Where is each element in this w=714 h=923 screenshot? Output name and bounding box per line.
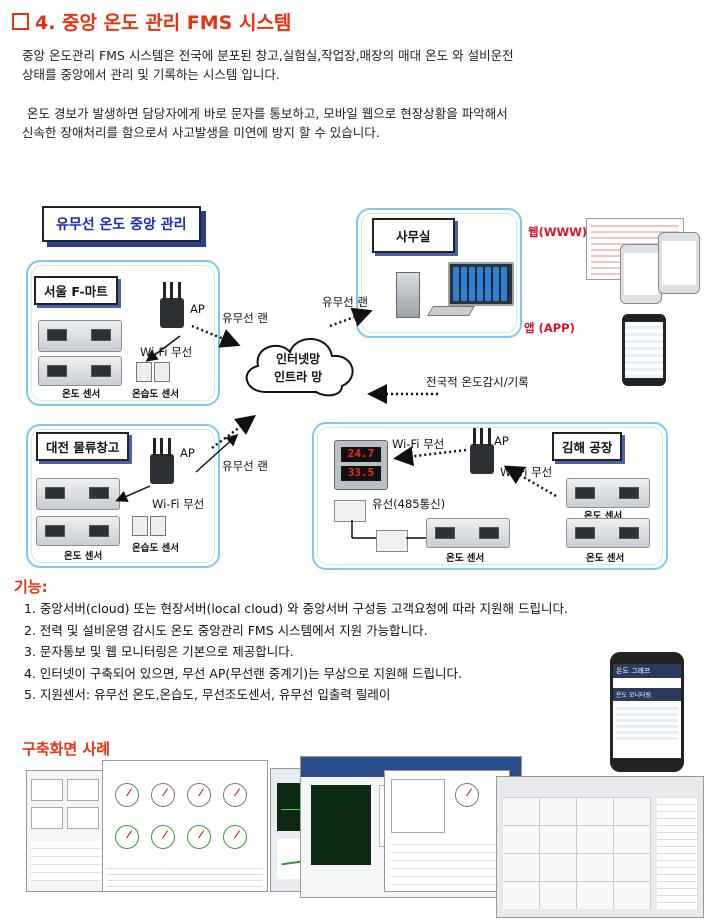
cloud-to-office-arrow [329, 307, 373, 328]
daejeon-wifi-label: Wi-Fi 무선 [152, 497, 205, 511]
daejeon-ap-router-icon [150, 438, 174, 484]
case-screenshot-1 [26, 770, 108, 892]
internet-cloud-icon [245, 338, 354, 397]
wired-485-label: 유선(485통신) [372, 497, 446, 511]
feature-item: 2. 전력 및 설비운영 감시도 온도 중앙관리 FMS 시스템에서 지원 가능… [24, 622, 428, 638]
seoul-to-cloud-arrow [191, 324, 241, 348]
pc-tower-icon [396, 272, 420, 318]
seoul-humid-sensor-label: 온습도 센서 [132, 389, 180, 400]
daejeon-label: 대전 물류창고 [36, 432, 130, 461]
sensor-to-gimhae-ap-arrow [503, 465, 557, 498]
cases-title: 구축화면 사례 [22, 740, 111, 758]
office-label: 사무실 [372, 218, 455, 253]
seoul-temp-sensor-label: 온도 센서 [62, 389, 101, 400]
case-screenshot-2 [102, 760, 268, 892]
diagram-arrows [115, 307, 557, 539]
temp-sensor-device-4 [36, 516, 120, 546]
monitor-icon [448, 262, 514, 306]
gimhae-temp-sensor-label-2: 온도 센서 [584, 511, 623, 522]
mobile-app-phone: 온도 그래프 온도 모니터링 [610, 652, 684, 772]
humid-sensor-icon-2 [154, 362, 170, 382]
wired-sensor-icon-2 [376, 530, 408, 552]
temp-sensor-device-3 [36, 478, 120, 510]
features-title: 기능: [14, 578, 48, 596]
intro2-line-2: 신속한 장애처리를 함으로서 사고발생을 미연에 방지 할 수 있습니다. [22, 125, 380, 140]
intro-paragraph-2: 온도 경보가 발생하면 담당자에게 바로 문자를 통보하고, 모바일 웹으로 현… [22, 104, 712, 142]
feature-item: 5. 지원센서: 유무선 온도,온습도, 무선조도센서, 유무선 입출력 릴레이 [24, 687, 391, 702]
seoul-ap-router-icon [160, 282, 184, 328]
seoul-wifi-line [145, 335, 181, 362]
temp-sensor-device-5 [426, 518, 510, 548]
feature-item: 1. 중앙서버(cloud) 또는 현장서버(local cloud) 와 중앙… [24, 601, 568, 616]
gimhae-ap-router-icon [470, 428, 494, 474]
gimhae-temp-sensor-label-3: 온도 센서 [586, 553, 625, 564]
temp-sensor-device-6 [566, 478, 650, 508]
gimhae-temp-sensor-label-1: 온도 센서 [446, 553, 485, 564]
ap-to-display-arrow [393, 446, 467, 467]
central-management-label: 유무선 온도 중앙 관리 [42, 206, 201, 242]
humid-sensor-icon-3 [132, 516, 148, 536]
internet-label: 인터넷망 [276, 352, 321, 366]
feature-item: 4. 인터넷이 구축되어 있으면, 무선 AP(무선랜 중계기)는 무상으로 지… [24, 665, 462, 681]
intro2-line-1: 온도 경보가 발생하면 담당자에게 바로 문자를 통보하고, 모바일 웹으로 현… [27, 106, 508, 121]
gimhae-label: 김해 공장 [552, 432, 623, 461]
features-list: 1. 중앙서버(cloud) 또는 현장서버(local cloud) 와 중앙… [24, 598, 714, 706]
humid-sensor-icon [136, 362, 152, 382]
temp-sensor-device-7 [566, 518, 650, 548]
temp-sensor-device-2 [38, 356, 122, 386]
daejeon-humid-sensor-label: 온습도 센서 [132, 543, 180, 554]
intranet-label: 인트라 망 [274, 370, 323, 384]
web-phone-icon-2 [658, 232, 700, 294]
daejeon-wifi-line [115, 485, 151, 502]
seoul-ap-label: AP [190, 302, 205, 316]
office-lan-label: 유무선 랜 [322, 295, 368, 309]
web-phone-icon [620, 244, 662, 304]
daejeon-ap-line [195, 433, 239, 473]
nationwide-label: 전국적 온도감시/기록 [426, 375, 529, 389]
case-screenshot-6 [496, 776, 704, 918]
app-label: 앱 (APP) [524, 321, 575, 335]
case-screenshot-5 [384, 770, 510, 892]
daejeon-to-cloud-arrow [211, 415, 256, 449]
checkbox-bullet-icon [12, 13, 29, 30]
daejeon-ap-label: AP [180, 446, 195, 460]
seoul-lan-label: 유무선 랜 [222, 311, 268, 325]
daejeon-lan-label: 유무선 랜 [222, 459, 268, 473]
intro-line-2: 상태를 중앙에서 관리 및 기록하는 시스템 입니다. [22, 67, 280, 82]
wired-sensor-icon [334, 500, 366, 522]
gimhae-ap-label: AP [494, 434, 509, 448]
seoul-label: 서울 F-마트 [34, 276, 118, 305]
temp-display-panel: 24.7 33.5 [334, 440, 388, 490]
app-phone-icon [622, 314, 666, 386]
temp-sensor-device [38, 320, 122, 352]
intro-paragraph: 중앙 온도관리 FMS 시스템은 전국에 분포된 창고,실험실,작업장,매장의 … [22, 46, 712, 84]
intro-line-1: 중앙 온도관리 FMS 시스템은 전국에 분포된 창고,실험실,작업장,매장의 … [22, 48, 514, 63]
web-label: 웹(WWW) [528, 225, 588, 239]
humid-sensor-icon-4 [150, 516, 166, 536]
page-title: 4. 중앙 온도 관리 FMS 시스템 [12, 8, 291, 35]
feature-item: 3. 문자통보 및 웹 모니터링은 기본으로 제공합니다. [24, 644, 294, 659]
daejeon-temp-sensor-label: 온도 센서 [64, 551, 103, 562]
